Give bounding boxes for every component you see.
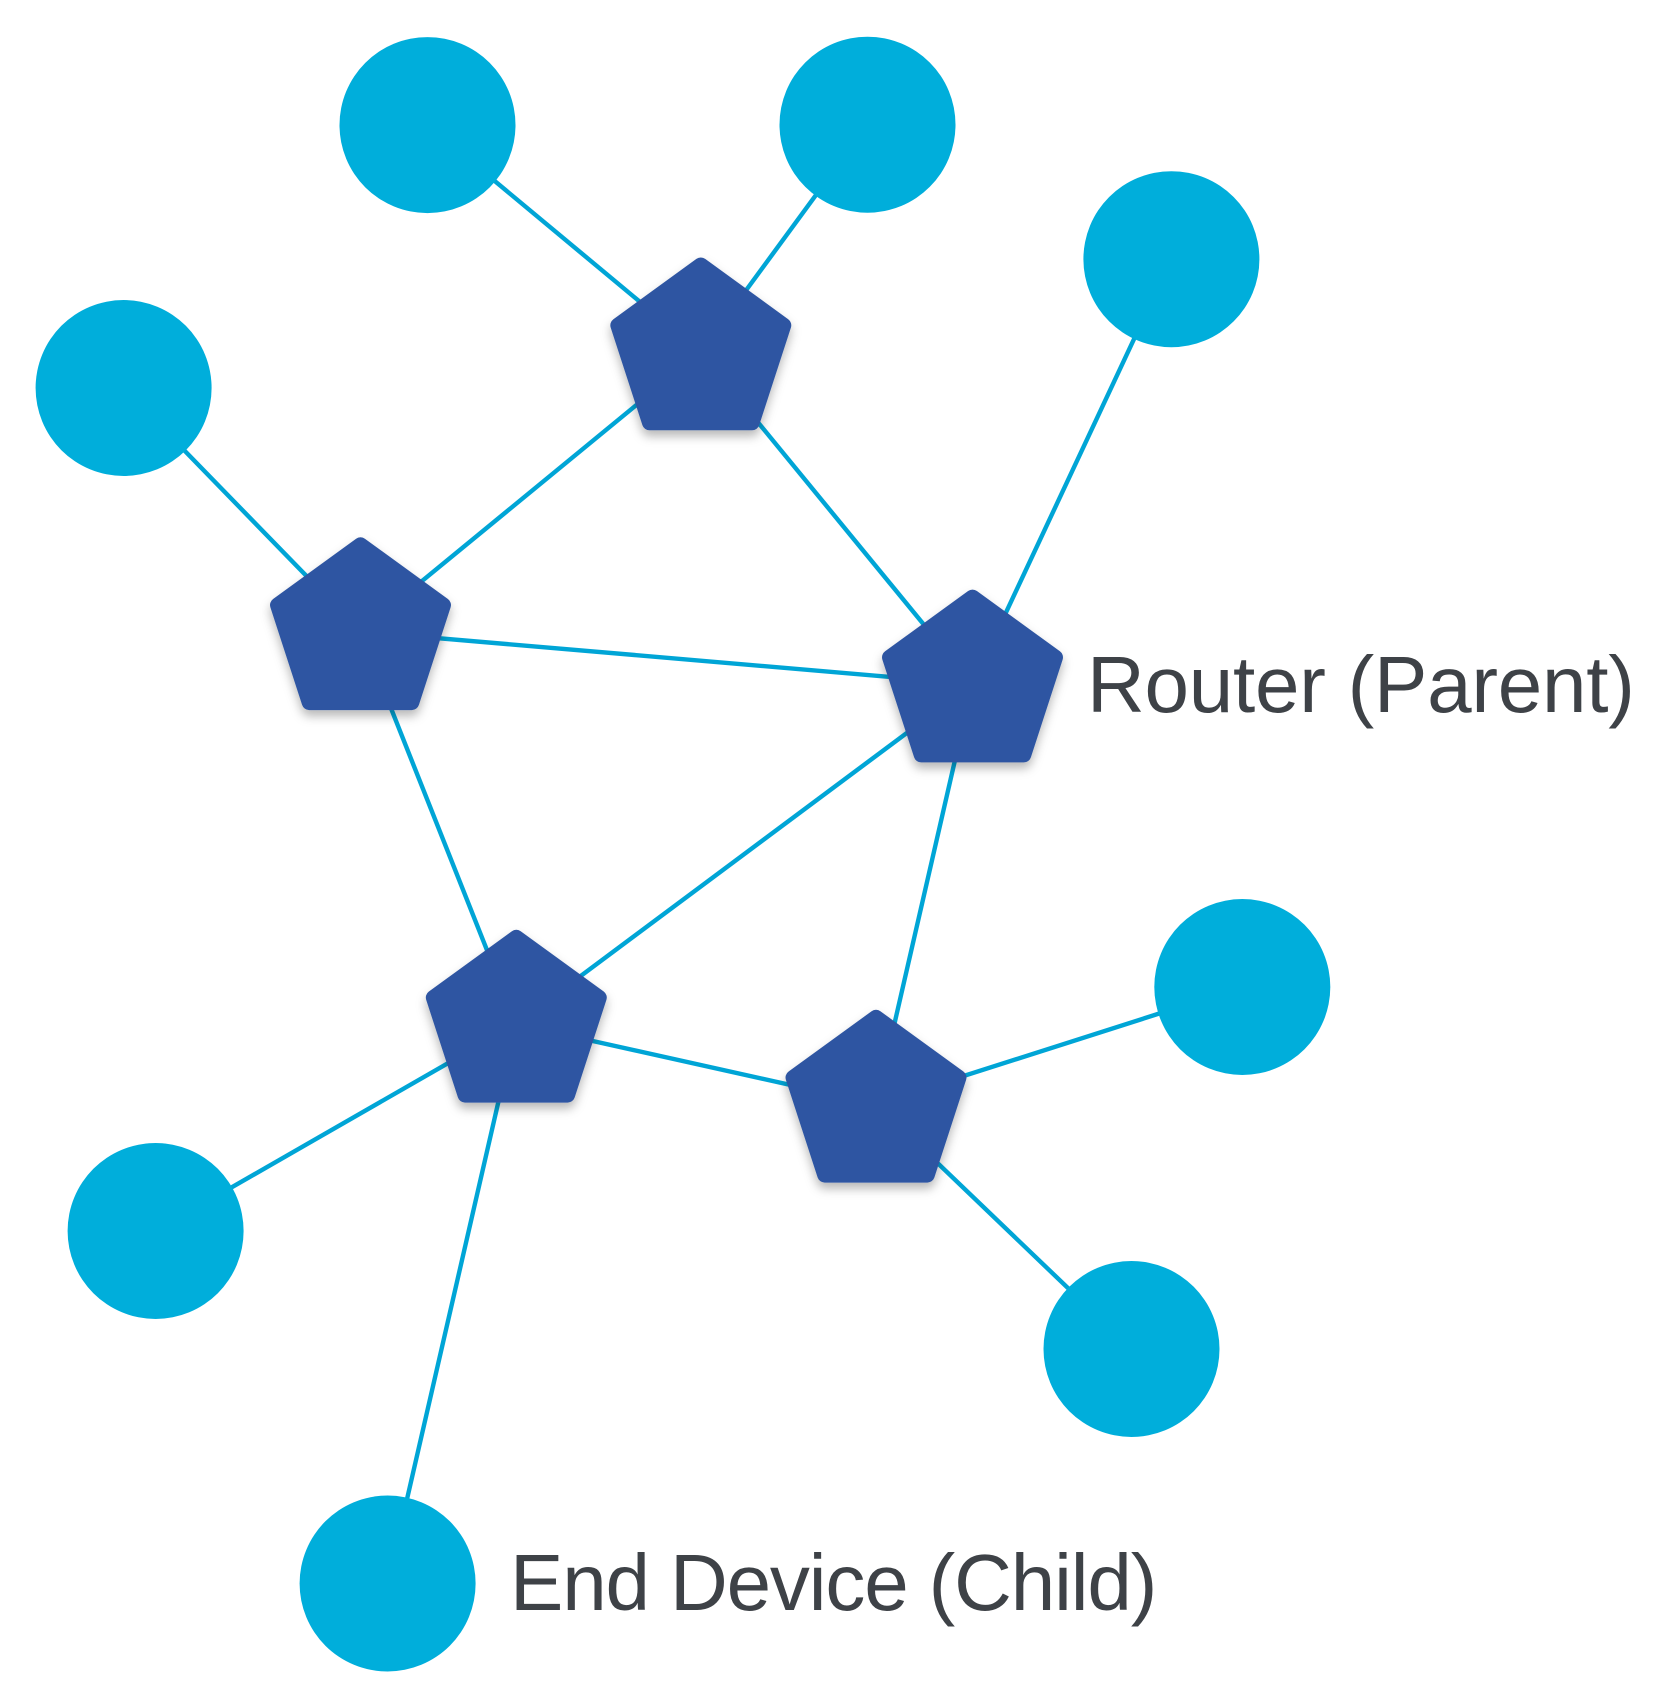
- svg-text:Router (Parent): Router (Parent): [1087, 640, 1635, 729]
- svg-text:End Device (Child): End Device (Child): [510, 1538, 1156, 1627]
